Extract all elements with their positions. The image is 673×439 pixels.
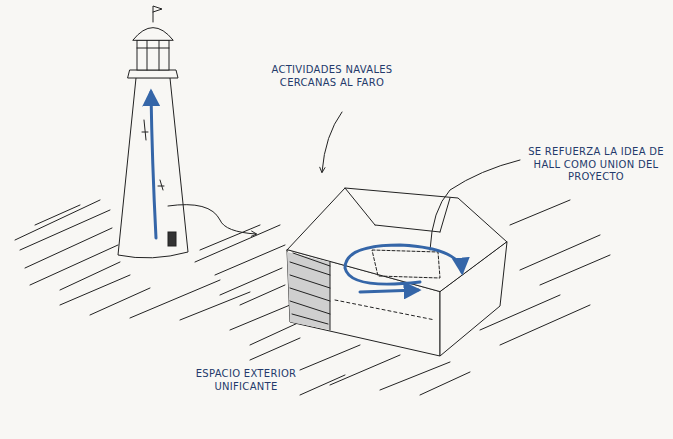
- callout-note: ESPACIO EXTERIOR UNIFICANTE: [176, 368, 316, 393]
- callout-note: ACTIVIDADES NAVALES CERCANAS AL FARO: [268, 64, 396, 89]
- callout-note: SE REFUERZA LA IDEA DE HALL COMO UNION D…: [522, 146, 670, 184]
